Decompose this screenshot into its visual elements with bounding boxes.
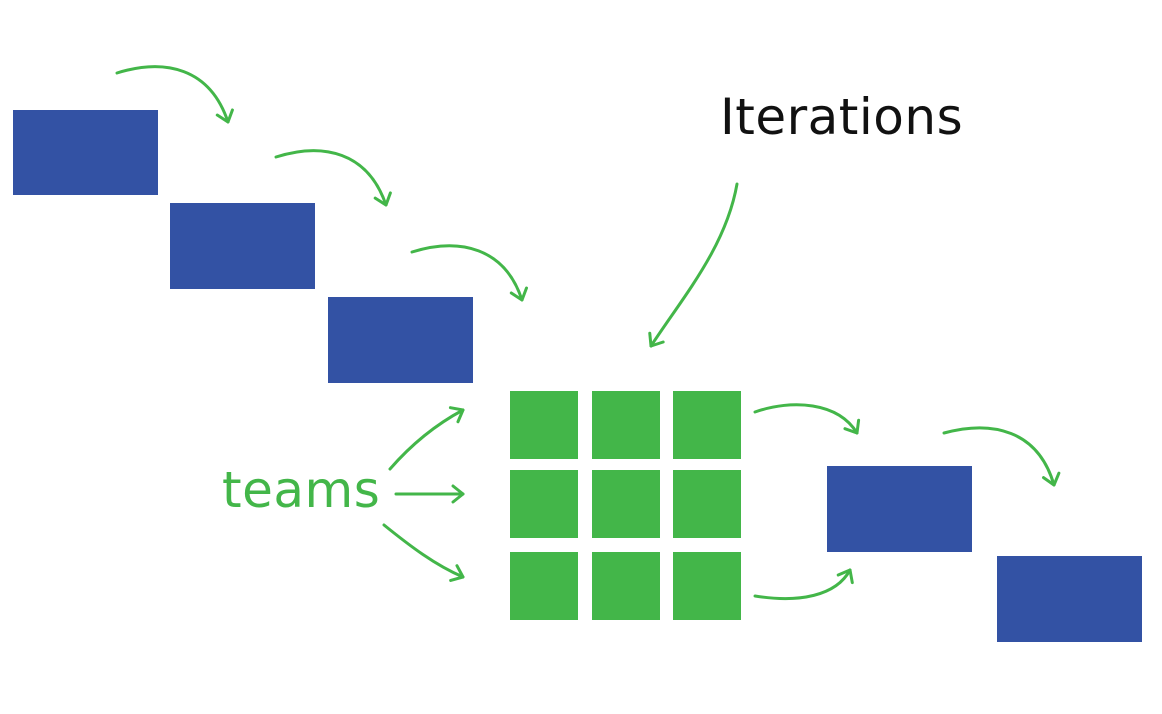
grid-cell-r3-c2: [592, 552, 660, 620]
iteration-grid: [510, 391, 741, 620]
waterfall-block-5: [997, 556, 1142, 642]
flow-arrow-5: [753, 568, 854, 601]
iterations-label: Iterations: [720, 88, 964, 146]
grid-cell-r2-c2: [592, 470, 660, 538]
flow-arrow-6: [942, 426, 1061, 487]
teams-label: teams: [222, 461, 381, 519]
waterfall-block-2: [170, 203, 315, 289]
team-arrow-top: [388, 406, 465, 471]
flow-arrow-2: [274, 149, 392, 207]
grid-cell-r2-c3: [673, 470, 741, 538]
grid-cell-r1-c1: [510, 391, 578, 459]
grid-cell-r2-c1: [510, 470, 578, 538]
waterfall-block-3: [328, 297, 473, 383]
waterfall-block-4: [827, 466, 972, 552]
flow-arrow-1: [115, 65, 234, 124]
grid-cell-r1-c2: [592, 391, 660, 459]
flow-arrow-3: [410, 244, 528, 302]
team-arrow-bottom: [382, 523, 465, 582]
waterfall-block-1: [13, 110, 158, 195]
flow-arrow-4: [753, 403, 861, 435]
grid-cell-r1-c3: [673, 391, 741, 459]
grid-cell-r3-c1: [510, 552, 578, 620]
iterations-pointer-arrow: [648, 182, 739, 348]
grid-cell-r3-c3: [673, 552, 741, 620]
